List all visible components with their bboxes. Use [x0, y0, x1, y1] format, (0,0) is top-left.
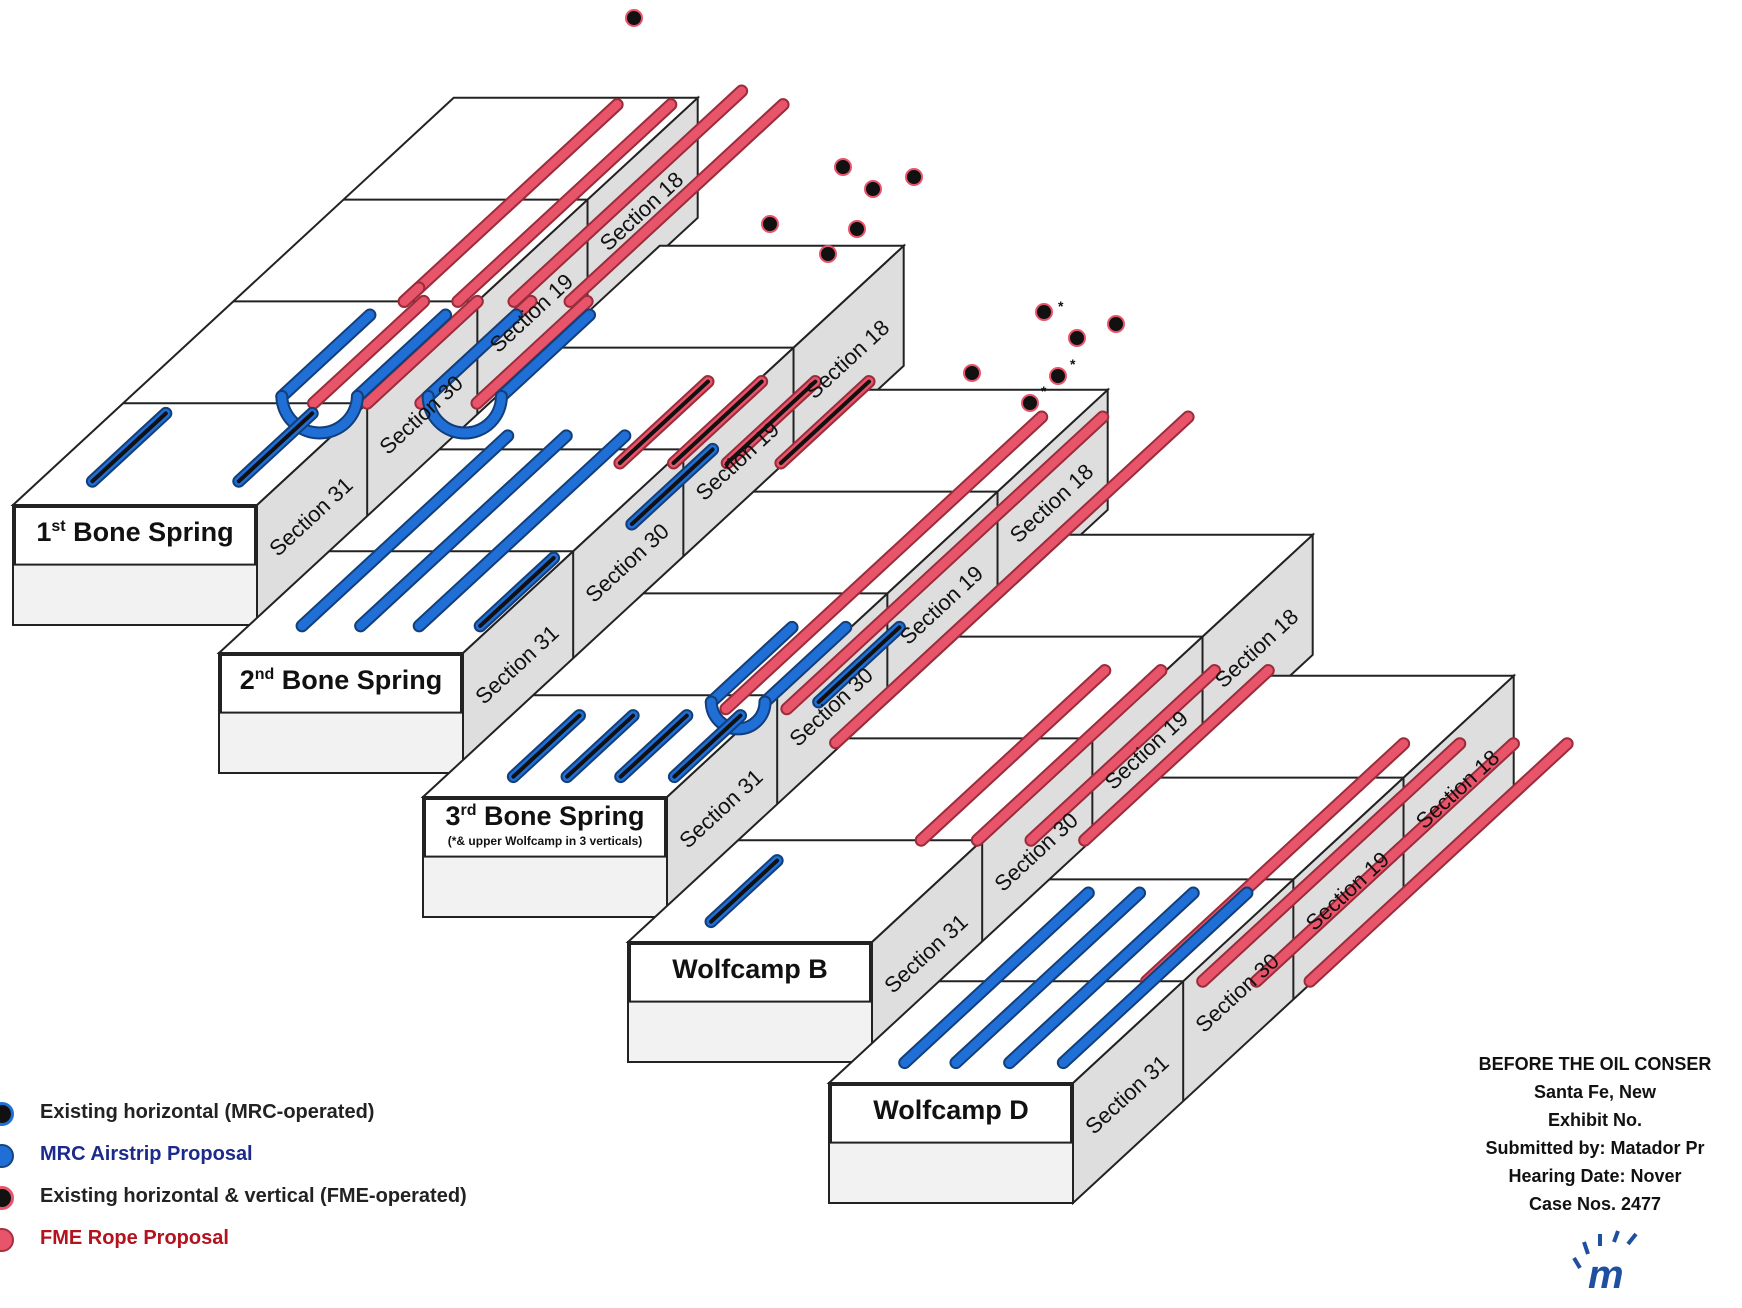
existing-mrc-well	[812, 620, 906, 709]
fme-proposal-well	[1303, 737, 1574, 988]
existing-fme-well	[720, 375, 822, 470]
blue-dot-icon	[0, 1144, 14, 1168]
mrc-proposal-well	[295, 429, 515, 633]
vertical-well-dot	[1107, 315, 1125, 333]
existing-mrc-well	[625, 442, 720, 531]
svg-text:m: m	[1588, 1253, 1624, 1297]
legend-label: Existing horizontal & vertical (FME-oper…	[40, 1185, 467, 1207]
existing-fme-well	[613, 375, 715, 470]
legend: Existing horizontal (MRC-operated) MRC A…	[0, 1093, 520, 1261]
vertical-well-dot	[848, 220, 866, 238]
vertical-well-dot	[819, 245, 837, 263]
formation-title-box	[424, 798, 666, 858]
stamp-line: Santa Fe, New	[1533, 1082, 1657, 1102]
vertical-well-dot	[834, 158, 852, 176]
legend-label: MRC Airstrip Proposal	[40, 1143, 253, 1165]
existing-mrc-well	[232, 406, 319, 488]
fme-proposal-well	[360, 294, 484, 410]
legend-item-existing-fme: Existing horizontal & vertical (FME-oper…	[0, 1177, 520, 1219]
legend-label: Existing horizontal (MRC-operated)	[40, 1101, 375, 1123]
asterisk-marker: *	[1070, 356, 1076, 372]
mrc-proposal-uturn	[275, 389, 364, 440]
mrc-proposal-uturn	[704, 695, 772, 736]
mrc-proposal-well	[1056, 886, 1254, 1070]
formation-title-box	[14, 506, 256, 566]
fme-proposal-well	[914, 664, 1112, 847]
formation-title-box	[220, 654, 462, 714]
fme-proposal-well	[451, 98, 678, 308]
mrc-proposal-well	[704, 620, 799, 709]
exhibit-stamp: BEFORE THE OIL CONSER Santa Fe, New Exhi…	[1435, 1050, 1742, 1218]
vertical-well-dot	[905, 168, 923, 186]
mrc-proposal-well	[421, 308, 523, 403]
fme-proposal-well	[1078, 664, 1275, 847]
matador-logo: m	[1572, 1230, 1638, 1297]
mrc-proposal-well	[275, 308, 377, 403]
vertical-well-dot	[864, 180, 882, 198]
existing-fme-well	[774, 375, 876, 470]
existing-mrc-well	[704, 854, 784, 929]
stamp-line: Case Nos. 2477	[1528, 1194, 1662, 1214]
fme-proposal-well	[507, 84, 749, 308]
mrc-proposal-well	[898, 886, 1095, 1070]
fme-proposal-well	[1196, 737, 1467, 988]
fme-proposal-well	[970, 664, 1168, 847]
black-dot-red-ring-icon	[0, 1186, 14, 1210]
formation-title: 3rd Bone Spring	[445, 801, 644, 831]
formation-title-box	[629, 943, 871, 1003]
fme-proposal-well	[1024, 664, 1222, 847]
mrc-proposal-well	[412, 429, 632, 633]
mrc-proposal-well	[1003, 886, 1200, 1070]
stamp-line: Exhibit No.	[1548, 1110, 1642, 1130]
existing-mrc-well	[614, 709, 694, 784]
red-dot-icon	[0, 1228, 14, 1252]
fme-proposal-well	[780, 410, 1110, 716]
existing-mrc-well	[85, 406, 173, 488]
formation-title: Wolfcamp B	[672, 954, 828, 984]
fme-proposal-well	[397, 98, 624, 308]
vertical-well-dot	[1021, 394, 1039, 412]
mrc-proposal-well	[949, 886, 1147, 1070]
legend-item-fme-proposal: FME Rope Proposal	[0, 1219, 520, 1261]
stamp-line: Submitted by: Matador Pr	[1485, 1138, 1705, 1158]
existing-mrc-well	[667, 709, 747, 784]
mrc-proposal-well	[354, 429, 573, 633]
fme-proposal-well	[1249, 737, 1520, 988]
black-dot-blue-ring-icon	[0, 1102, 14, 1126]
vertical-well-dot	[761, 215, 779, 233]
formation-title: 1st Bone Spring	[36, 517, 233, 547]
legend-label: FME Rope Proposal	[40, 1227, 229, 1249]
fme-proposal-well	[397, 281, 426, 308]
fme-proposal-well	[470, 294, 594, 410]
vertical-well-dot	[1035, 303, 1053, 321]
mrc-proposal-uturn	[421, 389, 508, 440]
existing-mrc-well	[506, 709, 586, 784]
mrc-proposal-well	[494, 308, 597, 403]
vertical-well-dot	[1068, 329, 1086, 347]
fme-proposal-well	[829, 410, 1195, 750]
existing-mrc-well	[473, 551, 561, 633]
stamp-line: Hearing Date: Nover	[1508, 1166, 1682, 1186]
fme-proposal-well	[719, 410, 1049, 716]
formation-title: Wolfcamp D	[873, 1095, 1029, 1125]
fme-proposal-well	[563, 98, 790, 308]
vertical-well-dot	[625, 9, 643, 27]
stamp-line: BEFORE THE OIL CONSER	[1478, 1054, 1712, 1074]
legend-item-mrc-proposal: MRC Airstrip Proposal	[0, 1135, 520, 1177]
formation-title: 2nd Bone Spring	[240, 665, 443, 695]
existing-mrc-well	[560, 709, 640, 784]
formation-note: (*& upper Wolfcamp in 3 verticals)	[448, 834, 643, 848]
fme-proposal-well	[306, 294, 431, 410]
legend-item-existing-mrc: Existing horizontal (MRC-operated)	[0, 1093, 520, 1135]
asterisk-marker: *	[1041, 383, 1047, 399]
vertical-well-dot	[1049, 367, 1067, 385]
mrc-proposal-well	[350, 308, 453, 403]
mrc-proposal-well	[758, 620, 853, 709]
formation-title-box	[830, 1084, 1072, 1144]
vertical-well-dot	[963, 364, 981, 382]
existing-fme-well	[667, 375, 769, 470]
asterisk-marker: *	[1058, 298, 1064, 314]
